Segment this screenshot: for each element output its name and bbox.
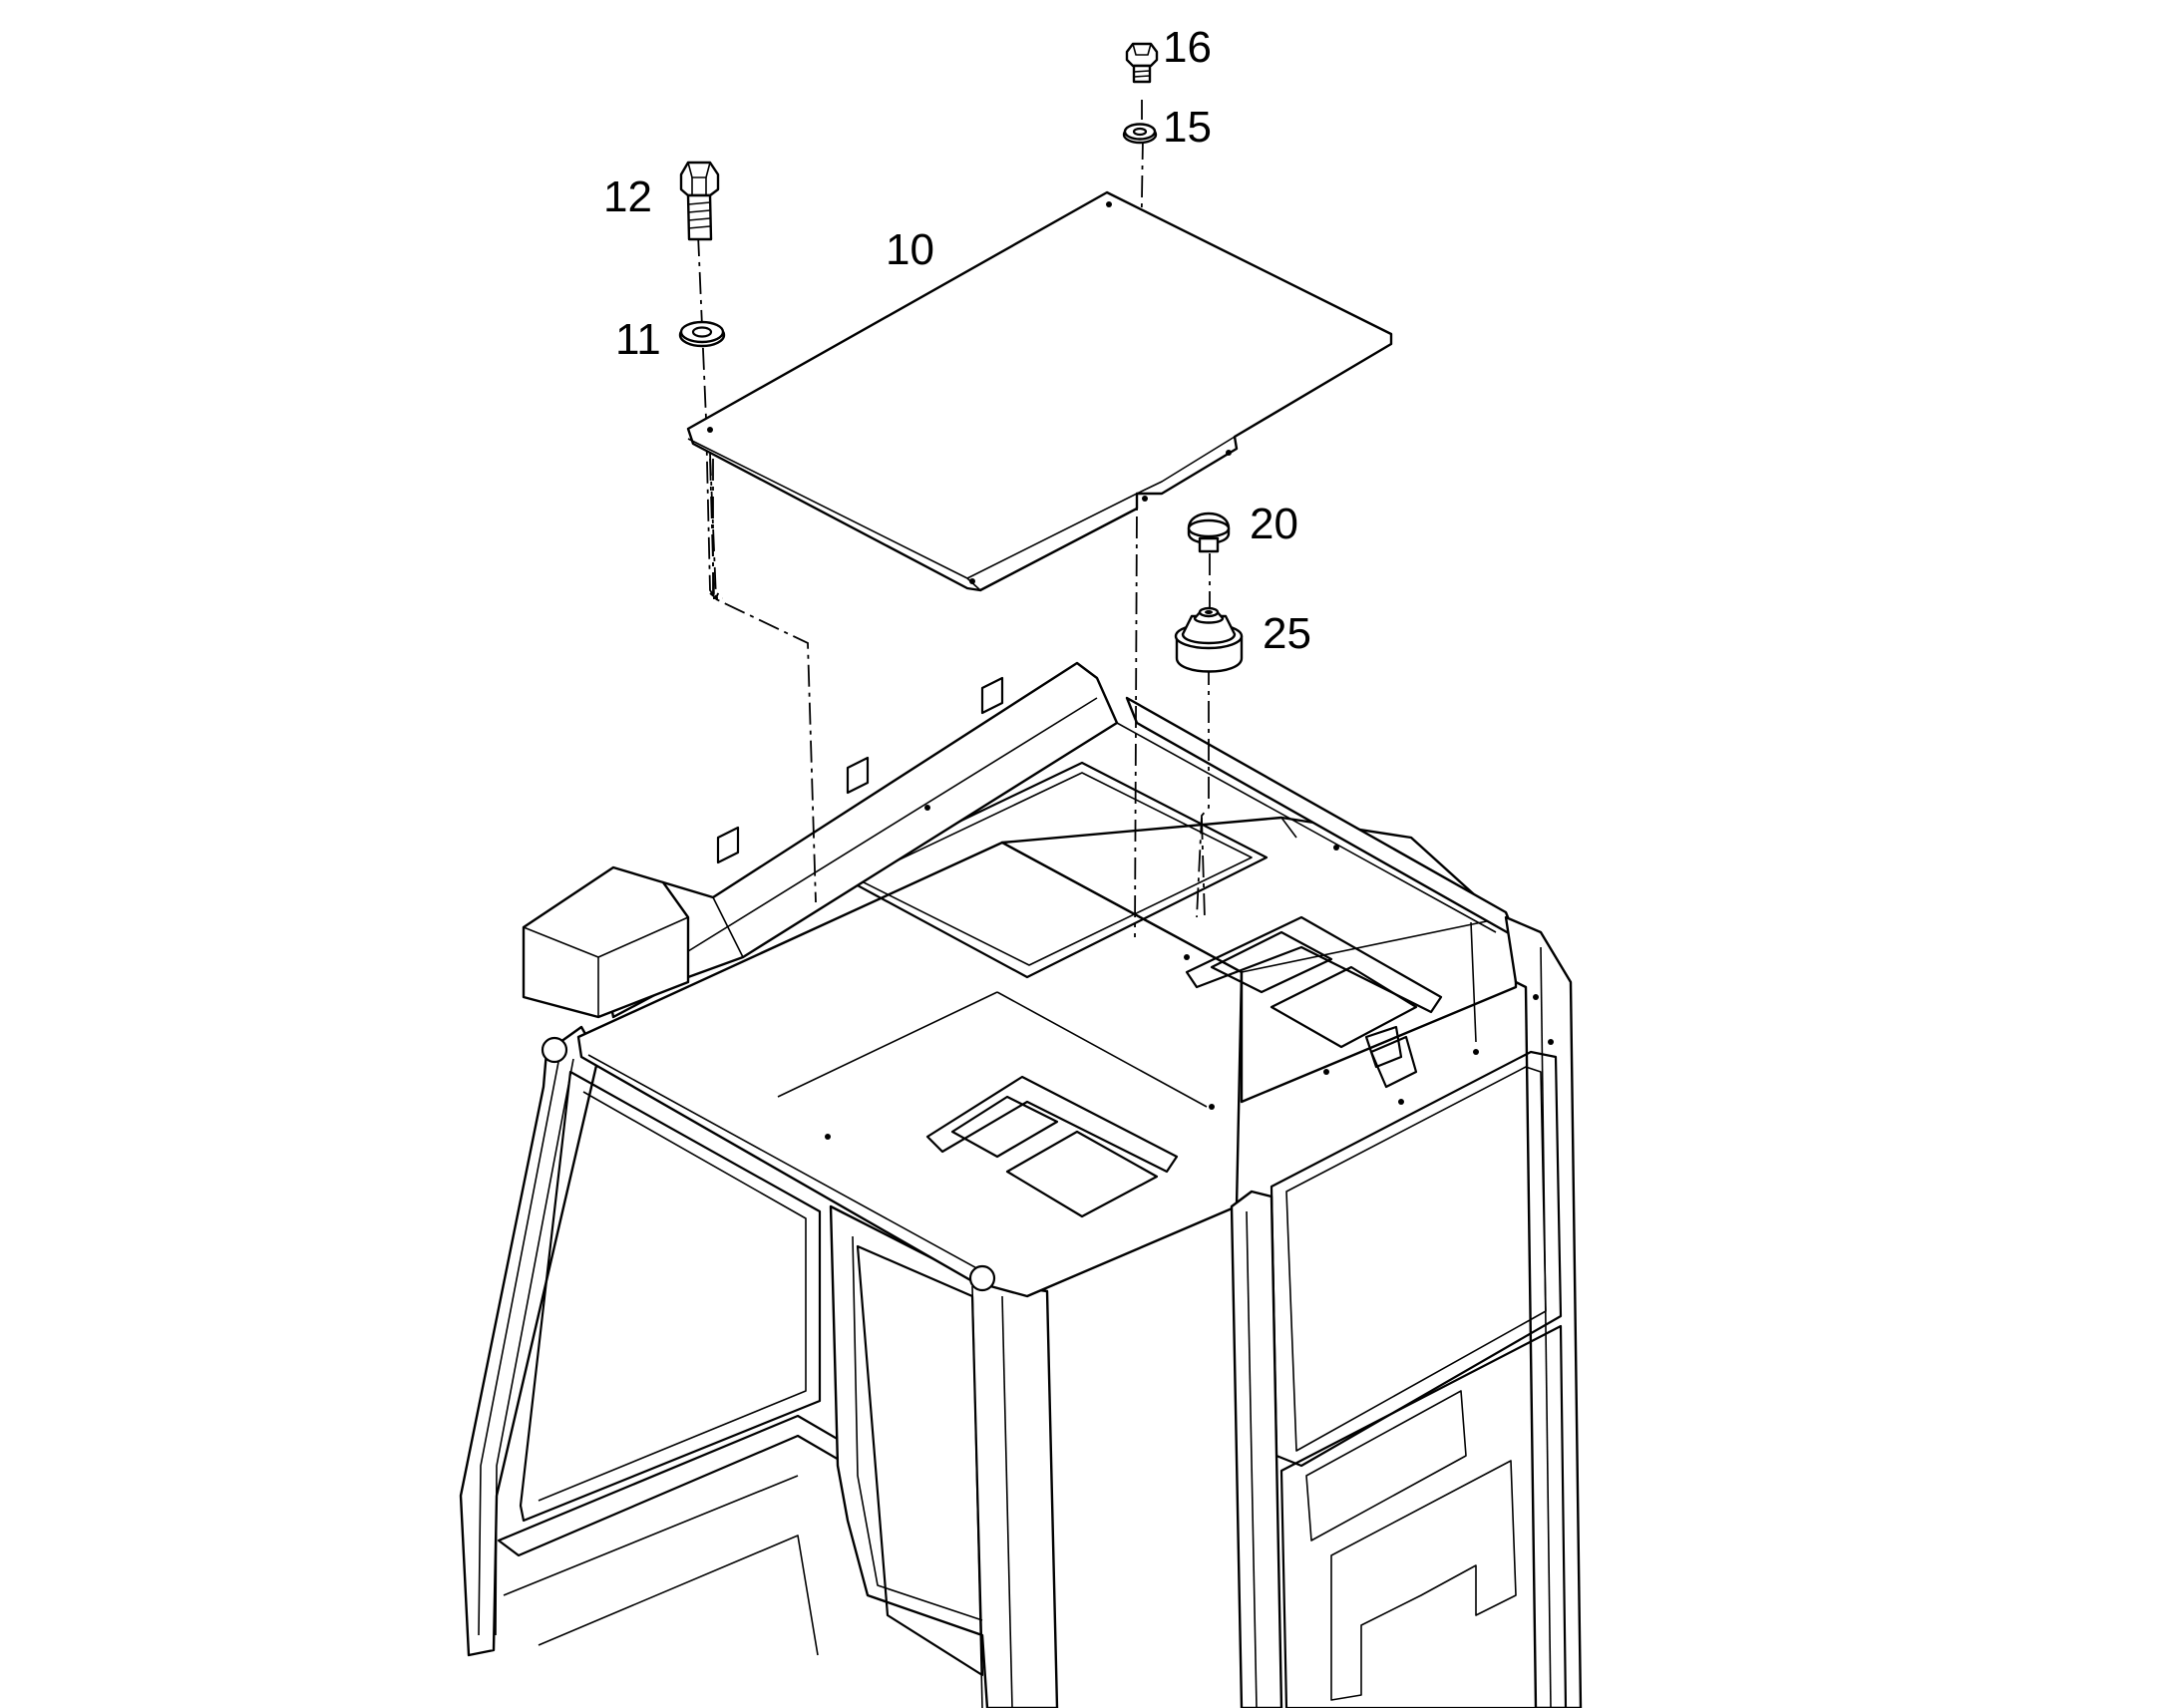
callout-labels: 10 11 12 15 16 20 25: [603, 23, 1311, 658]
part-11-washer: [678, 320, 726, 348]
cab-body: [459, 661, 1583, 1708]
part-15-small-washer: [1122, 123, 1158, 145]
part-20-knob-cap: [1187, 512, 1231, 553]
cab-rear-window: [1270, 1050, 1563, 1468]
callout-11: 11: [615, 315, 661, 364]
callout-25: 25: [1263, 609, 1311, 658]
callout-10: 10: [886, 225, 934, 274]
part-25-rubber-mount: [1174, 606, 1244, 673]
roof-hatch: [841, 761, 1269, 979]
callout-20: 20: [1250, 500, 1298, 548]
part-16-small-bolt: [1125, 42, 1159, 84]
part-10-roof-plate: [686, 190, 1393, 592]
cab-antenna-box: [522, 865, 690, 1019]
callout-15: 15: [1163, 103, 1212, 152]
callout-16: 16: [1163, 23, 1212, 72]
cab-left-window: [519, 1070, 822, 1523]
part-12-hex-bolt: [679, 161, 720, 241]
cab-left-pillar: [459, 1025, 600, 1657]
callout-12: 12: [603, 172, 652, 221]
